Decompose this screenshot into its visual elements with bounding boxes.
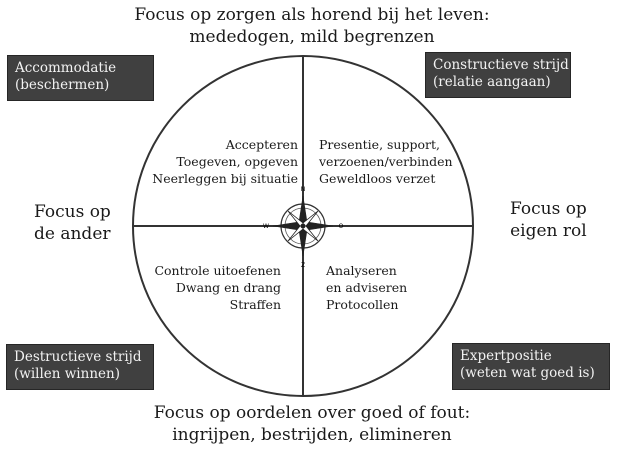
right-axis-line-2: eigen rol bbox=[510, 221, 587, 241]
quadrant-line: Protocollen bbox=[326, 297, 399, 312]
quadrant-line: Neerleggen bij situatie bbox=[152, 171, 298, 186]
left-axis-line-2: de ander bbox=[34, 224, 111, 244]
corner-box-expertpositie: Expertpositie (weten wat goed is) bbox=[452, 343, 610, 390]
corner-box-title: Constructieve strijd bbox=[433, 57, 569, 73]
quadrant-line: Toegeven, opgeven bbox=[176, 154, 298, 169]
quadrant-line: Dwang en drang bbox=[175, 280, 281, 295]
quadrant-line: Analyseren bbox=[326, 263, 397, 278]
corner-box-title: Destructieve strijd bbox=[14, 349, 142, 365]
quadrant-top-left: Accepteren Toegeven, opgeven Neerleggen … bbox=[152, 136, 298, 187]
left-axis-line-1: Focus op bbox=[34, 202, 111, 222]
quadrant-line: Straffen bbox=[229, 297, 281, 312]
corner-box-constructieve-strijd: Constructieve strijd (relatie aangaan) bbox=[425, 52, 571, 98]
corner-box-subtitle: (willen winnen) bbox=[14, 366, 120, 382]
quadrant-line: verzoenen/verbinden bbox=[319, 154, 453, 169]
compass-e: O bbox=[339, 223, 344, 230]
quadrant-line: Geweldloos verzet bbox=[319, 171, 436, 186]
top-title-line-2: mededogen, mild begrenzen bbox=[189, 27, 435, 47]
top-title: Focus op zorgen als horend bij het leven… bbox=[0, 4, 624, 48]
corner-box-destructieve-strijd: Destructieve strijd (willen winnen) bbox=[6, 344, 154, 390]
compass-n: N bbox=[301, 186, 306, 193]
compass-rose-icon: N Z O W bbox=[263, 186, 344, 269]
compass-s: Z bbox=[301, 262, 305, 269]
quadrant-line: Controle uitoefenen bbox=[154, 263, 281, 278]
quadrant-line: en adviseren bbox=[326, 280, 408, 295]
top-title-line-1: Focus op zorgen als horend bij het leven… bbox=[134, 5, 490, 25]
quadrant-line: Presentie, support, bbox=[319, 137, 440, 152]
right-axis-label: Focus op eigen rol bbox=[510, 198, 587, 242]
bottom-title: Focus op oordelen over goed of fout: ing… bbox=[0, 402, 624, 446]
corner-box-subtitle: (weten wat goed is) bbox=[460, 365, 595, 381]
quadrant-line: Accepteren bbox=[225, 137, 298, 152]
corner-box-title: Accommodatie bbox=[15, 60, 117, 76]
quadrant-top-right: Presentie, support, verzoenen/verbinden … bbox=[319, 136, 453, 187]
quadrant-bottom-left: Controle uitoefenen Dwang en drang Straf… bbox=[154, 262, 281, 313]
corner-box-title: Expertpositie bbox=[460, 348, 552, 364]
left-axis-label: Focus op de ander bbox=[34, 201, 111, 245]
corner-box-subtitle: (beschermen) bbox=[15, 77, 110, 93]
right-axis-line-1: Focus op bbox=[510, 199, 587, 219]
corner-box-subtitle: (relatie aangaan) bbox=[433, 74, 551, 90]
bottom-title-line-2: ingrijpen, bestrijden, elimineren bbox=[172, 425, 452, 445]
quadrant-bottom-right: Analyseren en adviseren Protocollen bbox=[326, 262, 407, 313]
corner-box-accommodatie: Accommodatie (beschermen) bbox=[7, 55, 154, 101]
compass-w: W bbox=[263, 223, 269, 230]
bottom-title-line-1: Focus op oordelen over goed of fout: bbox=[153, 403, 471, 423]
